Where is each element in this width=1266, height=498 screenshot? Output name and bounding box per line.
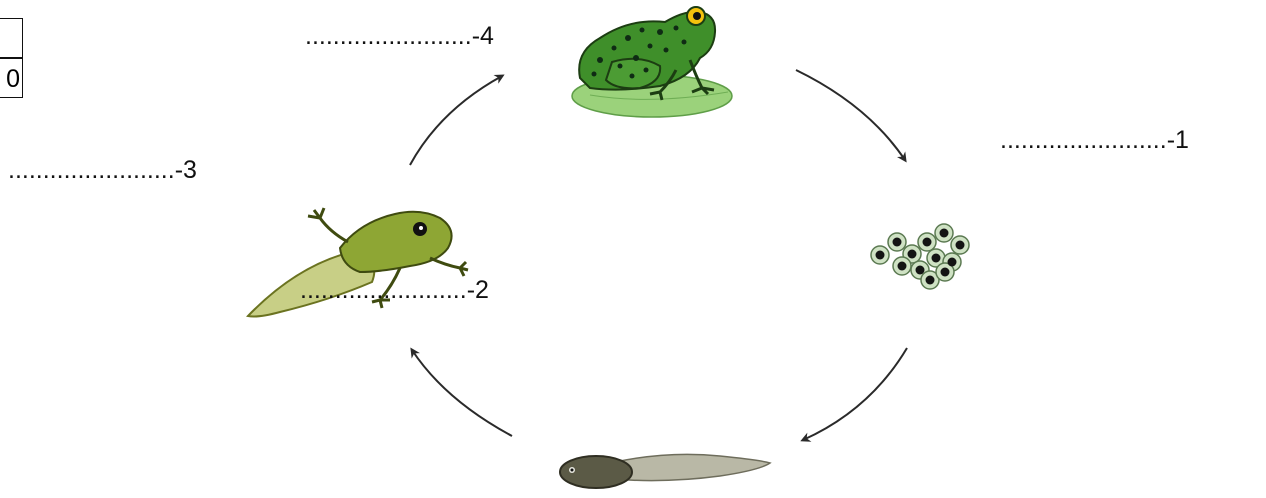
answer-blank-4: ........................-4: [305, 24, 494, 49]
answer-blank-2: ........................-2: [300, 278, 489, 303]
answer-blank-1: ........................-1: [1000, 128, 1189, 153]
cycle-arrow-eggs-to-tadpole: [803, 348, 907, 440]
cycle-arrow-tadpole-to-froglet: [412, 350, 512, 436]
frog-eggs-icon: [871, 224, 969, 289]
tadpole-icon: [560, 454, 770, 488]
answer-blank-3: ........................-3: [8, 158, 197, 183]
cycle-arrow-froglet-to-adult: [410, 76, 502, 165]
cycle-arrow-adult-to-eggs: [796, 70, 905, 160]
adult-frog-on-lily-pad-icon: [572, 7, 732, 117]
